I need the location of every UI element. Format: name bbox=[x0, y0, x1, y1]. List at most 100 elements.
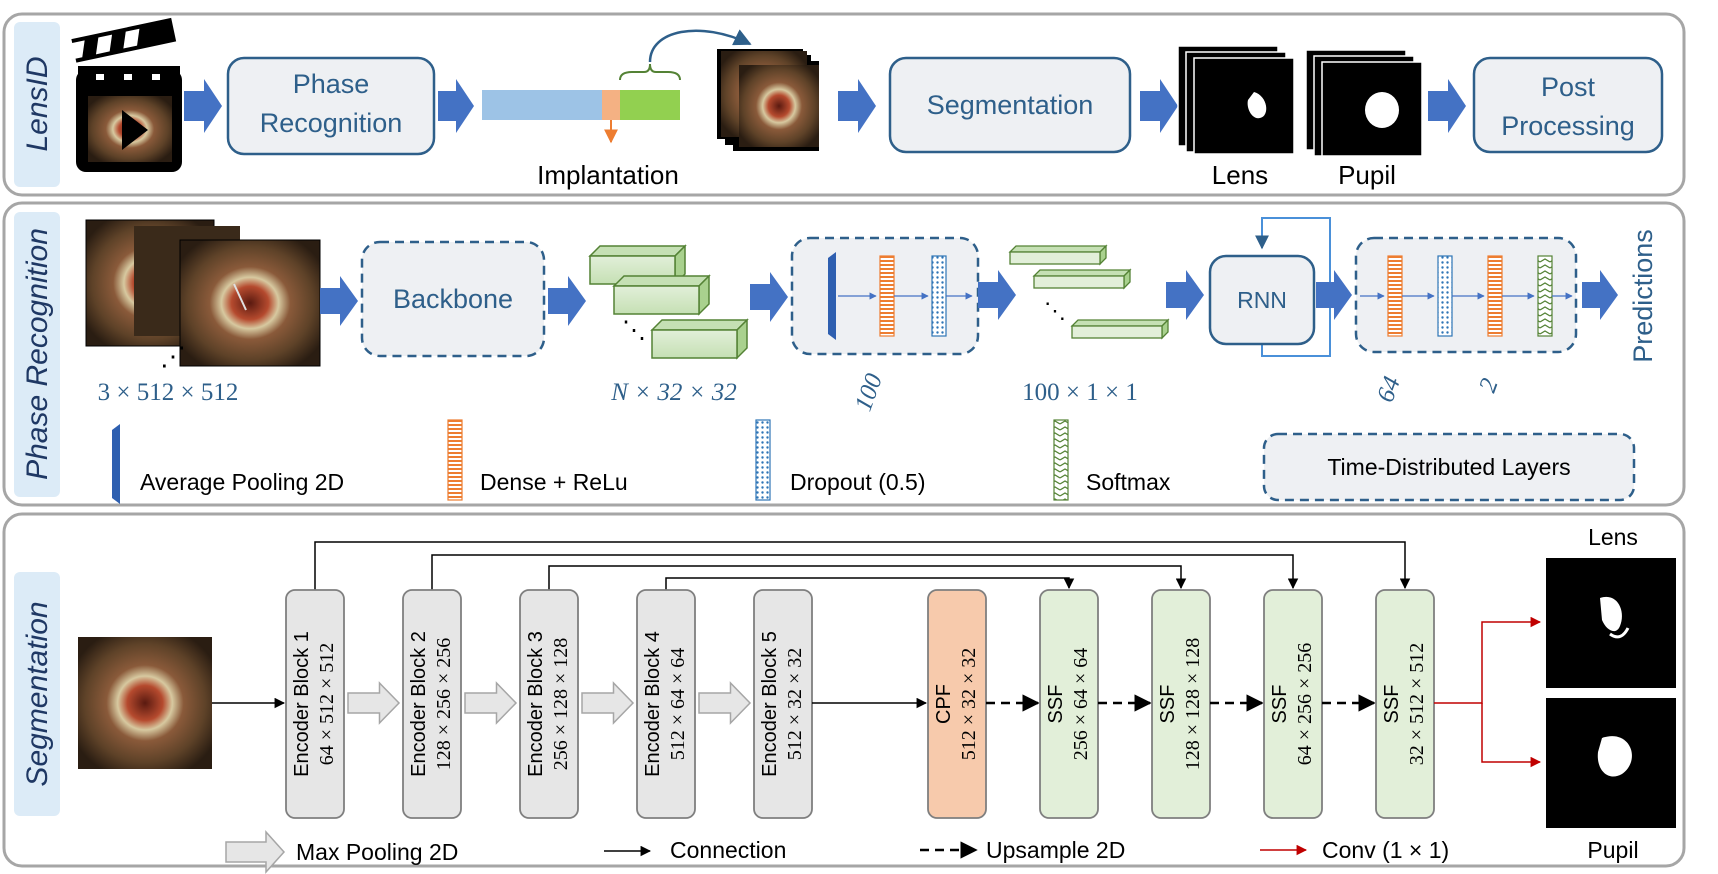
legend-time-distributed-text: Time-Distributed Layers bbox=[1327, 454, 1570, 480]
legend-max-pool-icon bbox=[225, 830, 286, 874]
phase-arrow-3 bbox=[750, 272, 788, 322]
lensid-arrow-4 bbox=[1140, 79, 1178, 133]
lensid-arrow-2 bbox=[438, 79, 474, 133]
phase-side-tab bbox=[14, 212, 60, 497]
encoder-block bbox=[519, 589, 579, 819]
post-processing-line-1: Post bbox=[1541, 72, 1596, 102]
phase-recognition-line-1: Phase bbox=[293, 69, 370, 99]
block-name: SSF bbox=[1157, 685, 1179, 724]
skip-connection bbox=[548, 565, 1187, 590]
phase-panel-label: Phase Recognition bbox=[21, 228, 54, 480]
block-name: Encoder Block 1 bbox=[291, 631, 313, 777]
block-name: Encoder Block 4 bbox=[642, 631, 664, 777]
legend-dropout-text: Dropout (0.5) bbox=[790, 469, 926, 495]
lensid-arrow-5 bbox=[1428, 79, 1466, 133]
implantation-brace bbox=[619, 63, 681, 81]
pupil-mask-label: Pupil bbox=[1338, 160, 1396, 190]
backbone-label: Backbone bbox=[393, 284, 513, 314]
lens-mask-label: Lens bbox=[1212, 160, 1268, 190]
video-frames-stack bbox=[717, 49, 819, 151]
ssf-block bbox=[1375, 589, 1435, 819]
block-dim: 256 × 64 × 64 bbox=[1070, 648, 1092, 761]
sequence-dim: 100 × 1 × 1 bbox=[1022, 379, 1138, 406]
max-pool-arrow bbox=[581, 681, 635, 725]
dropout-layer bbox=[931, 255, 947, 337]
svg-text:⋱: ⋱ bbox=[622, 317, 646, 344]
legend-dense-text: Dense + ReLu bbox=[480, 469, 628, 495]
conv-output-pupil bbox=[1481, 703, 1542, 768]
phase-arrow-6 bbox=[1316, 270, 1352, 320]
lensid-arrow-1 bbox=[184, 79, 222, 133]
dense-relu-layer bbox=[879, 255, 895, 337]
max-pool-arrow bbox=[464, 681, 518, 725]
legend-max-pool-text: Max Pooling 2D bbox=[296, 839, 458, 865]
encoder-block bbox=[636, 589, 696, 819]
lensid-panel-label: LensID bbox=[21, 56, 54, 151]
skip-connection bbox=[431, 554, 1299, 590]
block-dim: 512 × 32 × 32 bbox=[958, 648, 980, 761]
td-softmax bbox=[1537, 255, 1553, 337]
time-distributed-block bbox=[1354, 236, 1578, 354]
block-dim: 512 × 32 × 32 bbox=[784, 648, 806, 761]
td-dropout bbox=[1437, 255, 1453, 337]
input-dim: 3 × 512 × 512 bbox=[98, 379, 239, 406]
skip-connection bbox=[314, 541, 1411, 590]
td-dense-2 bbox=[1487, 255, 1503, 337]
legend-conv-text: Conv (1 × 1) bbox=[1322, 837, 1449, 863]
encoder-block bbox=[753, 589, 813, 819]
lens-mask-stack bbox=[1177, 45, 1295, 155]
curved-arrow bbox=[648, 29, 752, 63]
segmentation-side-tab bbox=[14, 572, 60, 816]
rnn-label: RNN bbox=[1237, 287, 1287, 313]
svg-text:⋱: ⋱ bbox=[1044, 298, 1066, 323]
td-dense-1 bbox=[1387, 255, 1403, 337]
legend-softmax-icon bbox=[1053, 419, 1069, 501]
seg-pupil-label: Pupil bbox=[1587, 837, 1638, 863]
block-name: SSF bbox=[1269, 685, 1291, 724]
block-dim: 256 × 128 × 128 bbox=[550, 638, 572, 771]
phase-recognition-panel: Phase Recognition ⋰ 3 × 512 × 512 Backbo… bbox=[2, 201, 1686, 507]
phase-recognition-line-2: Recognition bbox=[260, 108, 403, 138]
conv-output-lens bbox=[1434, 616, 1542, 704]
legend-dense-icon bbox=[447, 419, 463, 501]
max-pool-arrow bbox=[698, 681, 752, 725]
lensid-arrow-3 bbox=[838, 79, 876, 133]
block-name: SSF bbox=[1381, 685, 1403, 724]
block-dim: 64 × 512 × 512 bbox=[316, 643, 338, 766]
max-pool-arrow bbox=[347, 681, 401, 725]
phase-arrow-1 bbox=[320, 276, 358, 326]
block-dim: 64 × 256 × 256 bbox=[1294, 643, 1316, 766]
block-dim: 128 × 256 × 256 bbox=[433, 638, 455, 771]
legend-upsample-text: Upsample 2D bbox=[986, 837, 1125, 863]
block-name: Encoder Block 2 bbox=[408, 631, 430, 777]
post-processing-box bbox=[1472, 56, 1664, 154]
seg-lens-label: Lens bbox=[1588, 524, 1638, 550]
legend-connection-text: Connection bbox=[670, 837, 786, 863]
post-processing-line-2: Processing bbox=[1501, 111, 1635, 141]
legend-softmax-text: Softmax bbox=[1086, 469, 1171, 495]
input-ellipsis: ⋰ bbox=[160, 341, 186, 371]
avg-pool-layer bbox=[828, 252, 836, 340]
phase-timeline-bar bbox=[482, 29, 752, 144]
feature-dim: N × 32 × 32 bbox=[610, 379, 736, 406]
phase-arrow-5 bbox=[1166, 270, 1204, 320]
segmentation-box bbox=[888, 56, 1132, 154]
phase-arrow-4 bbox=[978, 270, 1016, 320]
pupil-mask-stack bbox=[1305, 49, 1423, 157]
rnn-box bbox=[1208, 254, 1316, 346]
legend-time-distributed-box bbox=[1262, 432, 1636, 502]
phase-recognition-box bbox=[226, 56, 436, 156]
block-dim: 512 × 64 × 64 bbox=[667, 648, 689, 761]
skip-connection bbox=[665, 577, 1075, 590]
block-name: CPF bbox=[933, 684, 955, 724]
lensid-panel: LensID Phase Recognition bbox=[2, 12, 1686, 197]
block-dim: 32 × 512 × 512 bbox=[1406, 643, 1428, 766]
predictions-label: Predictions bbox=[1628, 229, 1658, 363]
legend-dropout-icon bbox=[755, 419, 771, 501]
input-frames-stack bbox=[85, 219, 321, 367]
backbone-box bbox=[360, 240, 546, 358]
block-dim: 128 × 128 × 128 bbox=[1182, 638, 1204, 771]
